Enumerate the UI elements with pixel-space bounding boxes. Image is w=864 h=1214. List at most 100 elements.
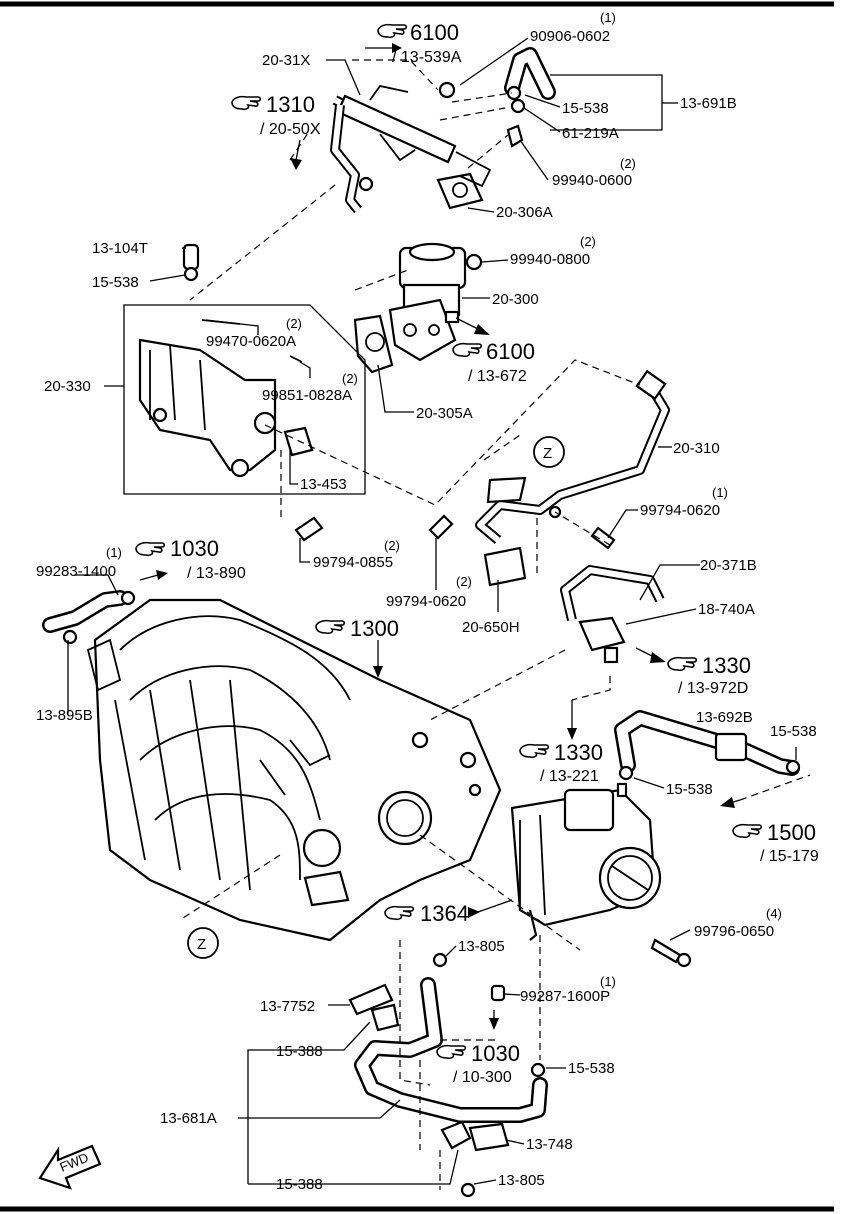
label-13-692b: 13-692B [696, 709, 753, 726]
qty-99794-0855: (2) [384, 538, 400, 553]
label-13-691b: 13-691B [680, 95, 737, 112]
qty-99287-1600p: (1) [600, 974, 616, 989]
label-99940-0800: 99940-0800 [510, 251, 590, 268]
egr-valve [353, 242, 483, 374]
label-15-538-d: 15-538 [666, 781, 713, 798]
ref-1500: 1500 / 15-179 [732, 820, 819, 865]
ref-page: / 13-972D [678, 680, 748, 697]
label-18-740a: 18-740A [698, 601, 755, 618]
label-99851-0828a: 99851-0828A [262, 387, 352, 404]
ref-1364: 1364 [384, 901, 469, 926]
ref-1330b: 1330 / 13-221 [519, 740, 603, 785]
label-20-300: 20-300 [492, 291, 539, 308]
label-15-538-c: 15-538 [770, 723, 817, 740]
egr-box-20-330 [123, 243, 366, 495]
z-marker-bottom: Z [187, 927, 219, 959]
label-99287-1600p: 99287-1600P [520, 988, 610, 1005]
label-20-31x: 20-31X [262, 52, 310, 69]
label-20-306a: 20-306A [496, 204, 553, 221]
ref-number: 1364 [420, 901, 469, 926]
ref-page: / 13-672 [468, 368, 527, 385]
label-15-388-a: 15-388 [276, 1043, 323, 1060]
ref-number: 1500 [767, 820, 816, 845]
qty-99796-0650: (4) [766, 906, 782, 921]
hand-pointer-icon [231, 95, 262, 111]
label-20-305a: 20-305A [416, 405, 473, 422]
intake-manifold [42, 590, 502, 942]
hand-pointer-icon [667, 656, 698, 672]
label-13-805-a: 13-805 [458, 938, 505, 955]
hand-pointer-icon [519, 743, 550, 759]
label-20-371b: 20-371B [700, 557, 757, 574]
label-13-104t: 13-104T [92, 240, 148, 257]
ref-page: / 13-221 [540, 768, 599, 785]
label-13-453: 13-453 [300, 476, 347, 493]
label-99796-0650: 99796-0650 [694, 923, 774, 940]
ref-number: 1030 [471, 1041, 520, 1066]
label-90906-0602: 90906-0602 [530, 28, 610, 45]
qty-99940-0800: (2) [580, 234, 596, 249]
label-99794-0620-a: 99794-0620 [640, 502, 720, 519]
label-13-681a: 13-681A [160, 1110, 217, 1127]
hand-pointer-icon [315, 619, 346, 635]
hose-13-692b [614, 710, 801, 781]
ref-number: 1310 [266, 92, 315, 117]
leader-lines [67, 37, 797, 1185]
label-20-650h: 20-650H [462, 619, 520, 636]
qty-99940-0600: (2) [620, 156, 636, 171]
ref-number: 6100 [486, 339, 535, 364]
part-labels: (1) 90906-0602 20-31X 15-538 13-691B 61-… [36, 10, 817, 1193]
hand-pointer-icon [732, 823, 763, 839]
label-15-388-b: 15-388 [276, 1176, 323, 1193]
hand-pointer-icon [436, 1044, 467, 1060]
label-99470-0620a: 99470-0620A [206, 333, 296, 350]
ref-1310: 1310 / 20-50X [231, 92, 321, 138]
qty-99794-0620-a: (1) [712, 485, 728, 500]
label-99283-1400: 99283-1400 [36, 563, 116, 580]
ref-number: 1030 [170, 536, 219, 561]
label-15-538-a: 15-538 [562, 100, 609, 117]
hose-13-681a [348, 952, 548, 1198]
hand-pointer-icon [135, 541, 166, 557]
qty-90906-0602: (1) [600, 10, 616, 25]
qty-99283-1400: (1) [106, 545, 122, 560]
fwd-arrow [38, 1144, 102, 1190]
egr-pipe-assembly [330, 47, 556, 214]
dashed-lines [179, 59, 811, 1190]
svg-text:Z: Z [197, 936, 206, 953]
ref-number: 1330 [702, 653, 751, 678]
ref-number: 6100 [410, 20, 459, 45]
ref-page: / 15-179 [760, 848, 819, 865]
ref-1330a: 1330 / 13-972D [667, 653, 751, 697]
hand-pointer-icon [384, 905, 415, 921]
vacuum-solenoid [560, 565, 665, 664]
ref-page: / 13-890 [187, 565, 246, 582]
label-99794-0620-b: 99794-0620 [386, 593, 466, 610]
throttle-body [510, 782, 692, 968]
label-15-538-b: 15-538 [92, 274, 139, 291]
ref-6100b: 6100 / 13-672 [452, 339, 535, 385]
ref-page: / 20-50X [260, 121, 321, 138]
qty-99794-0620-b: (2) [456, 574, 472, 589]
ref-number: 1300 [350, 616, 399, 641]
ref-6100a: 6100 / 13-539A [377, 20, 462, 66]
qty-99851-0828a: (2) [342, 371, 358, 386]
label-13-805-b: 13-805 [498, 1172, 545, 1189]
ref-number: 1330 [554, 740, 603, 765]
svg-text:Z: Z [543, 445, 552, 462]
label-61-219a: 61-219A [562, 125, 619, 142]
qty-99470-0620a: (2) [286, 316, 302, 331]
ref-page: / 10-300 [453, 1069, 512, 1086]
label-99794-0855: 99794-0855 [313, 554, 393, 571]
ref-1300: 1300 [315, 616, 399, 641]
label-20-330: 20-330 [44, 378, 91, 395]
label-13-895b: 13-895B [36, 707, 93, 724]
z-marker-top: Z [533, 436, 565, 468]
egr-tube-20-310 [294, 369, 670, 587]
label-20-310: 20-310 [673, 440, 720, 457]
label-15-538-e: 15-538 [568, 1060, 615, 1077]
arrows [139, 43, 741, 1030]
hand-pointer-icon [377, 23, 408, 39]
label-13-748: 13-748 [526, 1136, 573, 1153]
